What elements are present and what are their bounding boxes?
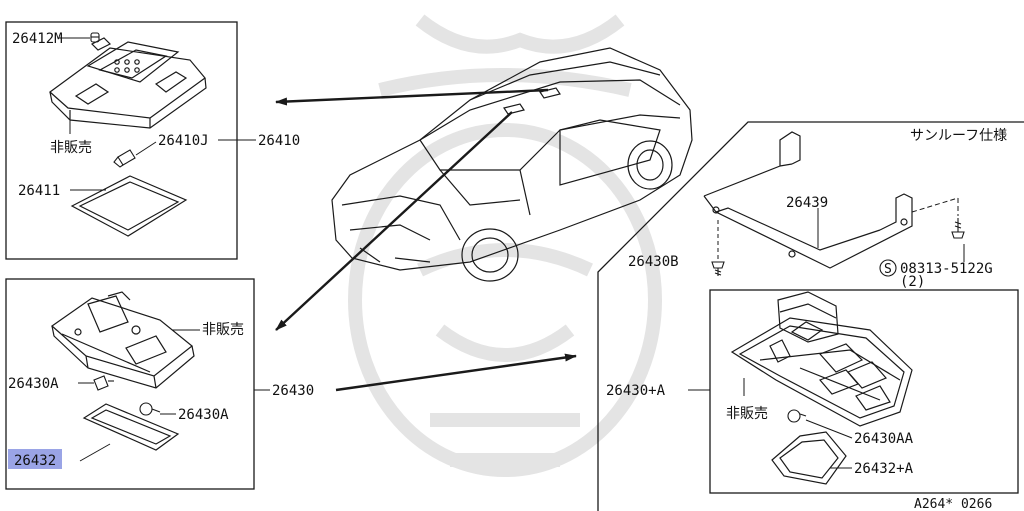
- bracket-26439-drawing: [703, 131, 913, 269]
- leader-lines: [717, 197, 965, 262]
- part-label-26411: 26411: [18, 183, 60, 199]
- bulb-26430a-right-icon: [139, 402, 161, 416]
- lamp-assembly-26430-drawing: [51, 291, 195, 389]
- note-not-sold: 非販売: [726, 406, 768, 422]
- part-label-26430a-left: 26430A: [8, 376, 59, 392]
- bulb-26430a-left-icon: [93, 375, 114, 391]
- diagram-reference-code: A264* 0266: [914, 497, 992, 511]
- part-label-26432-plus-a: 26432+A: [854, 461, 914, 477]
- lens-26432a-drawing: [771, 431, 847, 485]
- standard-part-s-letter: S: [884, 262, 892, 277]
- leader-lines: [688, 378, 853, 469]
- bulb-26430aa-icon: [787, 409, 807, 423]
- part-label-26430aa: 26430AA: [854, 431, 914, 447]
- selection-highlight: [8, 449, 62, 469]
- leader-lines: [78, 329, 270, 462]
- lamp-assembly-26430a-drawing: [730, 291, 913, 427]
- sunroof-lamp-inner-panel: [709, 289, 1019, 494]
- lens-26411-drawing: [70, 175, 188, 237]
- part-label-26410j: 26410J: [158, 133, 209, 149]
- part-label-26439: 26439: [786, 195, 828, 211]
- pointer-arrows: [275, 88, 577, 392]
- leader-lines: [58, 37, 256, 191]
- part-label-26432: 26432: [14, 453, 56, 469]
- lens-26432-drawing: [82, 403, 180, 451]
- lamp-assembly-26410-drawing: [49, 37, 207, 129]
- bulb-cap-icon: [90, 32, 100, 43]
- panel-sunroof-spec: サンルーフ仕様 26439 26430B: [597, 121, 1024, 511]
- part-label-26430: 26430: [272, 383, 314, 399]
- part-label-26430b: 26430B: [628, 254, 679, 270]
- bulb-26410j-icon: [113, 149, 136, 168]
- part-label-26430-plus-a: 26430+A: [606, 383, 666, 399]
- bolt-quantity: (2): [900, 274, 925, 290]
- panel-map-lamp: 26412M 非販売 26410J 26410 26411: [5, 21, 300, 260]
- bolt-08313-icon: [951, 218, 965, 239]
- part-label-26412m: 26412M: [12, 31, 63, 47]
- note-not-sold: 非販売: [50, 140, 92, 156]
- part-label-08313-5122g: 08313-5122G: [900, 261, 993, 277]
- part-label-26430a-right: 26430A: [178, 407, 229, 423]
- part-label-26410: 26410: [258, 133, 300, 149]
- screw-26430b-icon: [711, 261, 725, 276]
- panel-room-lamp: 非販売 26430A 26430A 26432 26430: [5, 278, 314, 490]
- sunroof-spec-title: サンルーフ仕様: [910, 128, 1007, 144]
- samurai-watermark: [348, 14, 662, 477]
- standard-part-s-symbol: [879, 259, 897, 277]
- note-not-sold: 非販売: [202, 322, 244, 338]
